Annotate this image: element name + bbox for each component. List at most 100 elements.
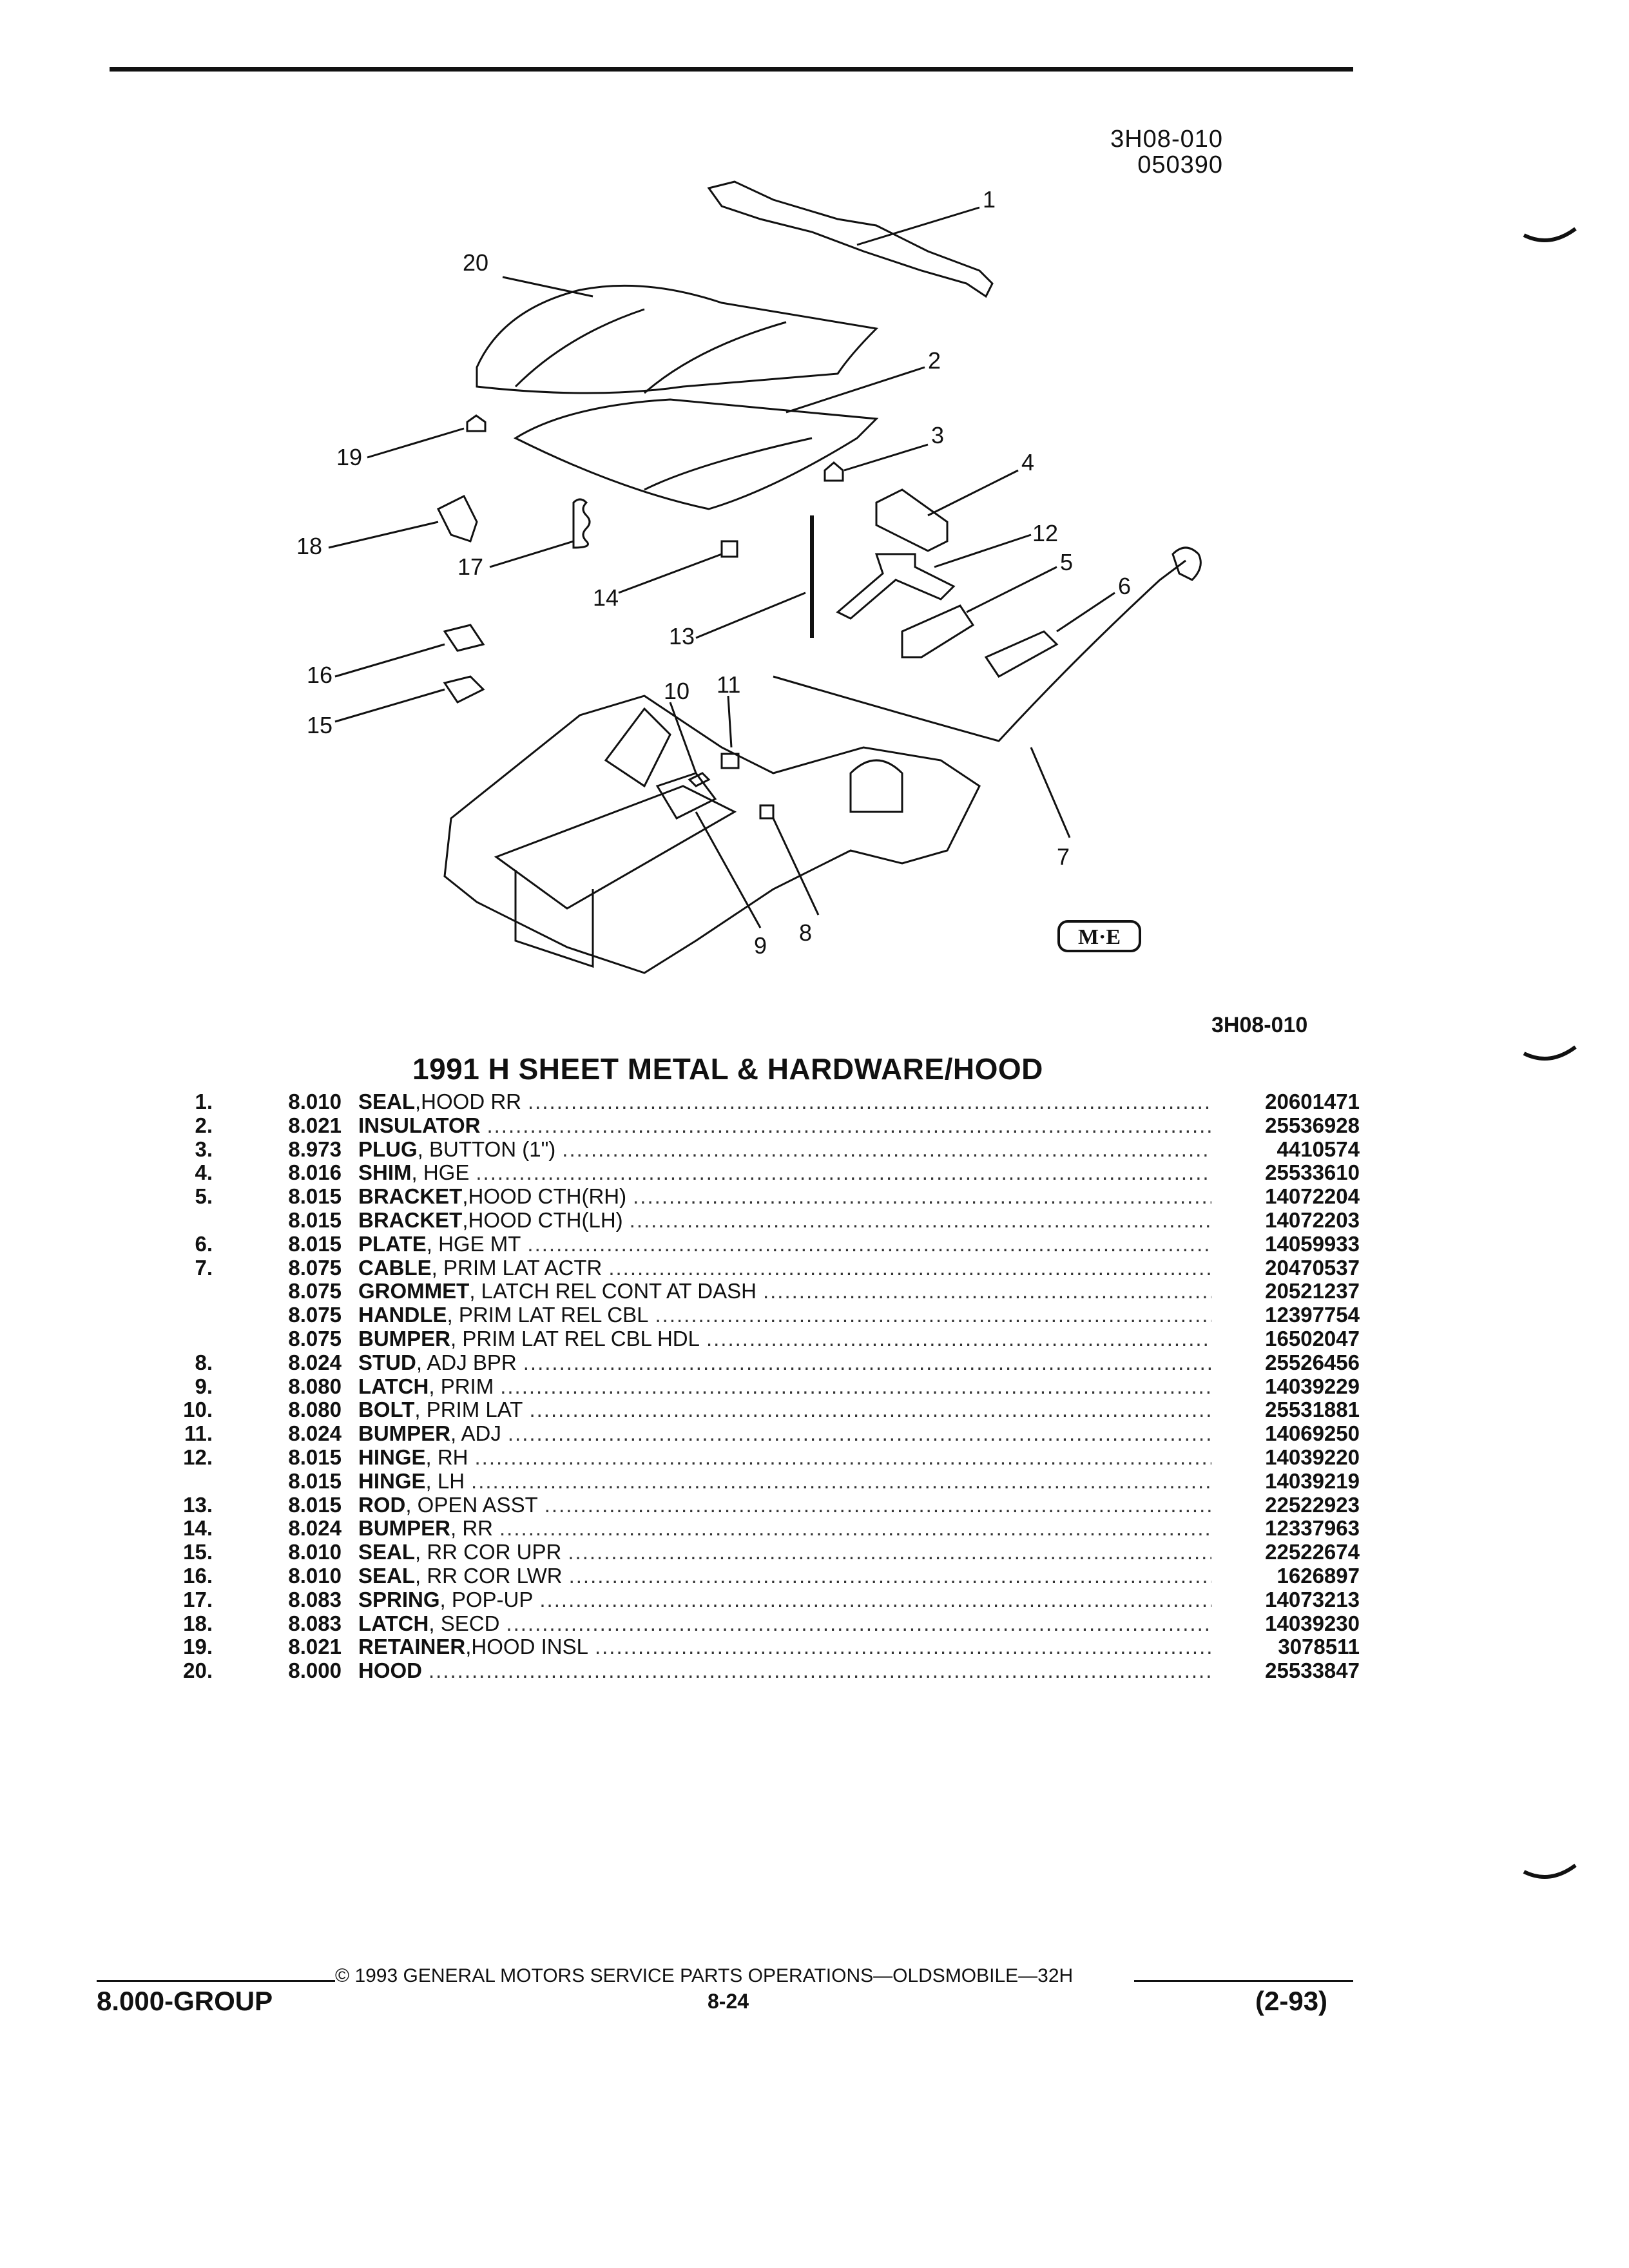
leader-dots: ........................................… xyxy=(476,1161,1211,1185)
part-description: LATCH, SECD.............................… xyxy=(358,1612,1211,1635)
part-description: PLUG, BUTTON (1").......................… xyxy=(358,1138,1211,1161)
part-number: 14039229 xyxy=(1265,1374,1360,1398)
item-number: 10. xyxy=(183,1398,213,1422)
part-qualifier: , POP-UP xyxy=(439,1588,534,1611)
part-qualifier: , ADJ BPR xyxy=(416,1350,517,1374)
item-number: 6. xyxy=(195,1231,213,1256)
part-name: HINGE xyxy=(358,1469,426,1493)
part-qualifier: ,HOOD CTH(LH) xyxy=(462,1208,623,1232)
group-number: 8.973 xyxy=(288,1137,342,1161)
footer-page-number: 8-24 xyxy=(708,1990,749,2013)
group-number: 8.015 xyxy=(288,1468,342,1493)
part-qualifier: , LH xyxy=(425,1469,465,1493)
part-number: 16502047 xyxy=(1265,1326,1360,1350)
item-number: 4. xyxy=(195,1160,213,1185)
part-qualifier: , OPEN ASST xyxy=(405,1493,538,1517)
front-end-structure xyxy=(443,695,981,974)
group-number: 8.000 xyxy=(288,1658,342,1683)
part-number: 14072203 xyxy=(1265,1207,1360,1232)
callout-8: 8 xyxy=(799,919,812,946)
part-4-shim xyxy=(875,488,949,552)
leader-dots: ........................................… xyxy=(544,1493,1211,1517)
item-number: 1. xyxy=(195,1090,213,1113)
part-description: INSULATOR...............................… xyxy=(358,1114,1211,1137)
part-20-hood xyxy=(476,284,879,394)
part-14-bumper xyxy=(720,540,738,558)
callout-10: 10 xyxy=(664,678,689,704)
callout-17: 17 xyxy=(458,553,483,580)
part-name: SEAL xyxy=(358,1541,416,1564)
part-name: PLATE xyxy=(358,1232,427,1256)
part-description: GROMMET, LATCH REL CONT AT DASH.........… xyxy=(358,1280,1211,1303)
leader-dots: ........................................… xyxy=(507,1422,1211,1446)
callout-13: 13 xyxy=(669,623,695,649)
part-number: 14073213 xyxy=(1265,1587,1360,1611)
group-number: 8.075 xyxy=(288,1279,342,1303)
group-number: 8.016 xyxy=(288,1160,342,1185)
callout-1: 1 xyxy=(983,186,996,213)
part-number: 14059933 xyxy=(1265,1231,1360,1256)
item-number: 9. xyxy=(195,1374,213,1398)
part-number: 14039220 xyxy=(1265,1445,1360,1469)
callout-6: 6 xyxy=(1118,573,1131,599)
group-number: 8.075 xyxy=(288,1303,342,1327)
part-description: BRACKET,HOOD CTH(RH)....................… xyxy=(358,1185,1211,1208)
leader-3 xyxy=(843,443,929,472)
group-number: 8.010 xyxy=(288,1563,342,1588)
part-name: BUMPER xyxy=(358,1327,451,1350)
group-number: 8.015 xyxy=(288,1207,342,1232)
part-description: SHIM, HGE...............................… xyxy=(358,1161,1211,1184)
part-qualifier: , PRIM LAT xyxy=(414,1398,523,1422)
part-qualifier: , LATCH REL CONT AT DASH xyxy=(469,1280,757,1303)
leader-18 xyxy=(328,521,439,549)
part-description: SEAL,HOOD RR............................… xyxy=(358,1090,1211,1113)
part-qualifier: ,HOOD RR xyxy=(415,1090,522,1113)
parts-row: 4. 8.016 SHIM, HGE........................… xyxy=(148,1161,1360,1185)
footer-rule-left xyxy=(97,1980,335,1982)
part-name: STUD xyxy=(358,1350,416,1374)
part-6-plate xyxy=(984,630,1059,678)
part-number: 20601471 xyxy=(1265,1090,1360,1113)
part-description: BUMPER, RR..............................… xyxy=(358,1517,1211,1540)
callout-18: 18 xyxy=(296,533,322,559)
part-qualifier: , PRIM LAT ACTR xyxy=(431,1256,602,1280)
part-description: LATCH, PRIM.............................… xyxy=(358,1375,1211,1398)
parts-row: 2. 8.021 INSULATOR........................… xyxy=(148,1113,1360,1138)
part-description: HANDLE, PRIM LAT REL CBL................… xyxy=(358,1303,1211,1327)
part-description: SEAL, RR COR UPR........................… xyxy=(358,1541,1211,1564)
leader-15 xyxy=(334,688,445,723)
part-name: BRACKET xyxy=(358,1185,463,1209)
item-number: 12. xyxy=(183,1445,213,1469)
part-number: 3078511 xyxy=(1278,1635,1360,1659)
leader-dots: ........................................… xyxy=(655,1303,1211,1327)
part-description: STUD, ADJ BPR...........................… xyxy=(358,1351,1211,1374)
part-qualifier: , SECD xyxy=(429,1611,500,1635)
part-number: 14039230 xyxy=(1265,1611,1360,1635)
group-number: 8.075 xyxy=(288,1255,342,1280)
part-16-seal xyxy=(443,624,485,652)
part-number: 22522674 xyxy=(1265,1540,1360,1564)
group-number: 8.083 xyxy=(288,1587,342,1611)
item-number: 2. xyxy=(195,1113,213,1137)
group-number: 8.015 xyxy=(288,1445,342,1469)
group-number: 8.021 xyxy=(288,1113,342,1137)
leader-2 xyxy=(786,366,925,414)
callout-2: 2 xyxy=(928,347,941,374)
footer-group: 8.000-GROUP xyxy=(97,1986,273,2016)
leader-dots: ........................................… xyxy=(474,1445,1211,1469)
callout-9: 9 xyxy=(754,932,767,959)
part-qualifier: , PRIM LAT REL CBL xyxy=(447,1303,649,1327)
part-description: RETAINER,HOOD INSL......................… xyxy=(358,1635,1211,1658)
leader-dots: ........................................… xyxy=(539,1588,1211,1611)
part-qualifier: , RR COR LWR xyxy=(415,1564,563,1588)
leader-dots: ........................................… xyxy=(568,1541,1211,1564)
part-number: 25526456 xyxy=(1265,1350,1360,1374)
